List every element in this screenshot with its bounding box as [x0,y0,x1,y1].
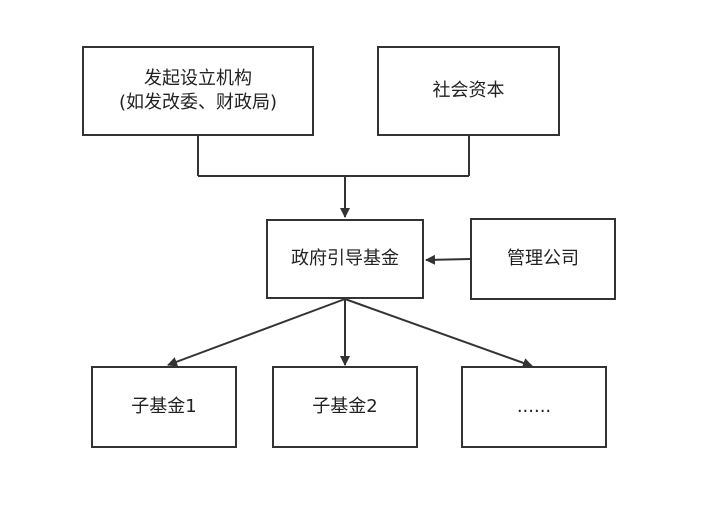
node-gov-guidance-fund-label: 政府引导基金 [291,248,399,269]
node-initiator: 发起设立机构 (如发改委、财政局) [82,46,314,136]
node-initiator-line1: 发起设立机构 [143,68,252,89]
arrow-gov-fund-to-sub-fund-1 [167,298,346,367]
node-sub-fund-more-label: ...... [516,396,552,417]
node-social-capital: 社会资本 [377,46,560,136]
node-management-company: 管理公司 [470,218,616,300]
arrow-gov-fund-to-sub-fund-more [344,298,533,368]
node-social-capital-label: 社会资本 [432,80,505,101]
node-management-company-label: 管理公司 [507,248,579,269]
node-initiator-line2: (如发改委、财政局) [118,92,278,113]
node-sub-fund-1-label: 子基金1 [131,396,197,417]
arrow-management-to-gov-fund [425,254,471,265]
node-sub-fund-1: 子基金1 [91,366,237,448]
node-sub-fund-2: 子基金2 [272,366,418,448]
node-sub-fund-more: ...... [461,366,607,448]
node-gov-guidance-fund: 政府引导基金 [266,219,424,299]
node-sub-fund-2-label: 子基金2 [312,396,378,417]
